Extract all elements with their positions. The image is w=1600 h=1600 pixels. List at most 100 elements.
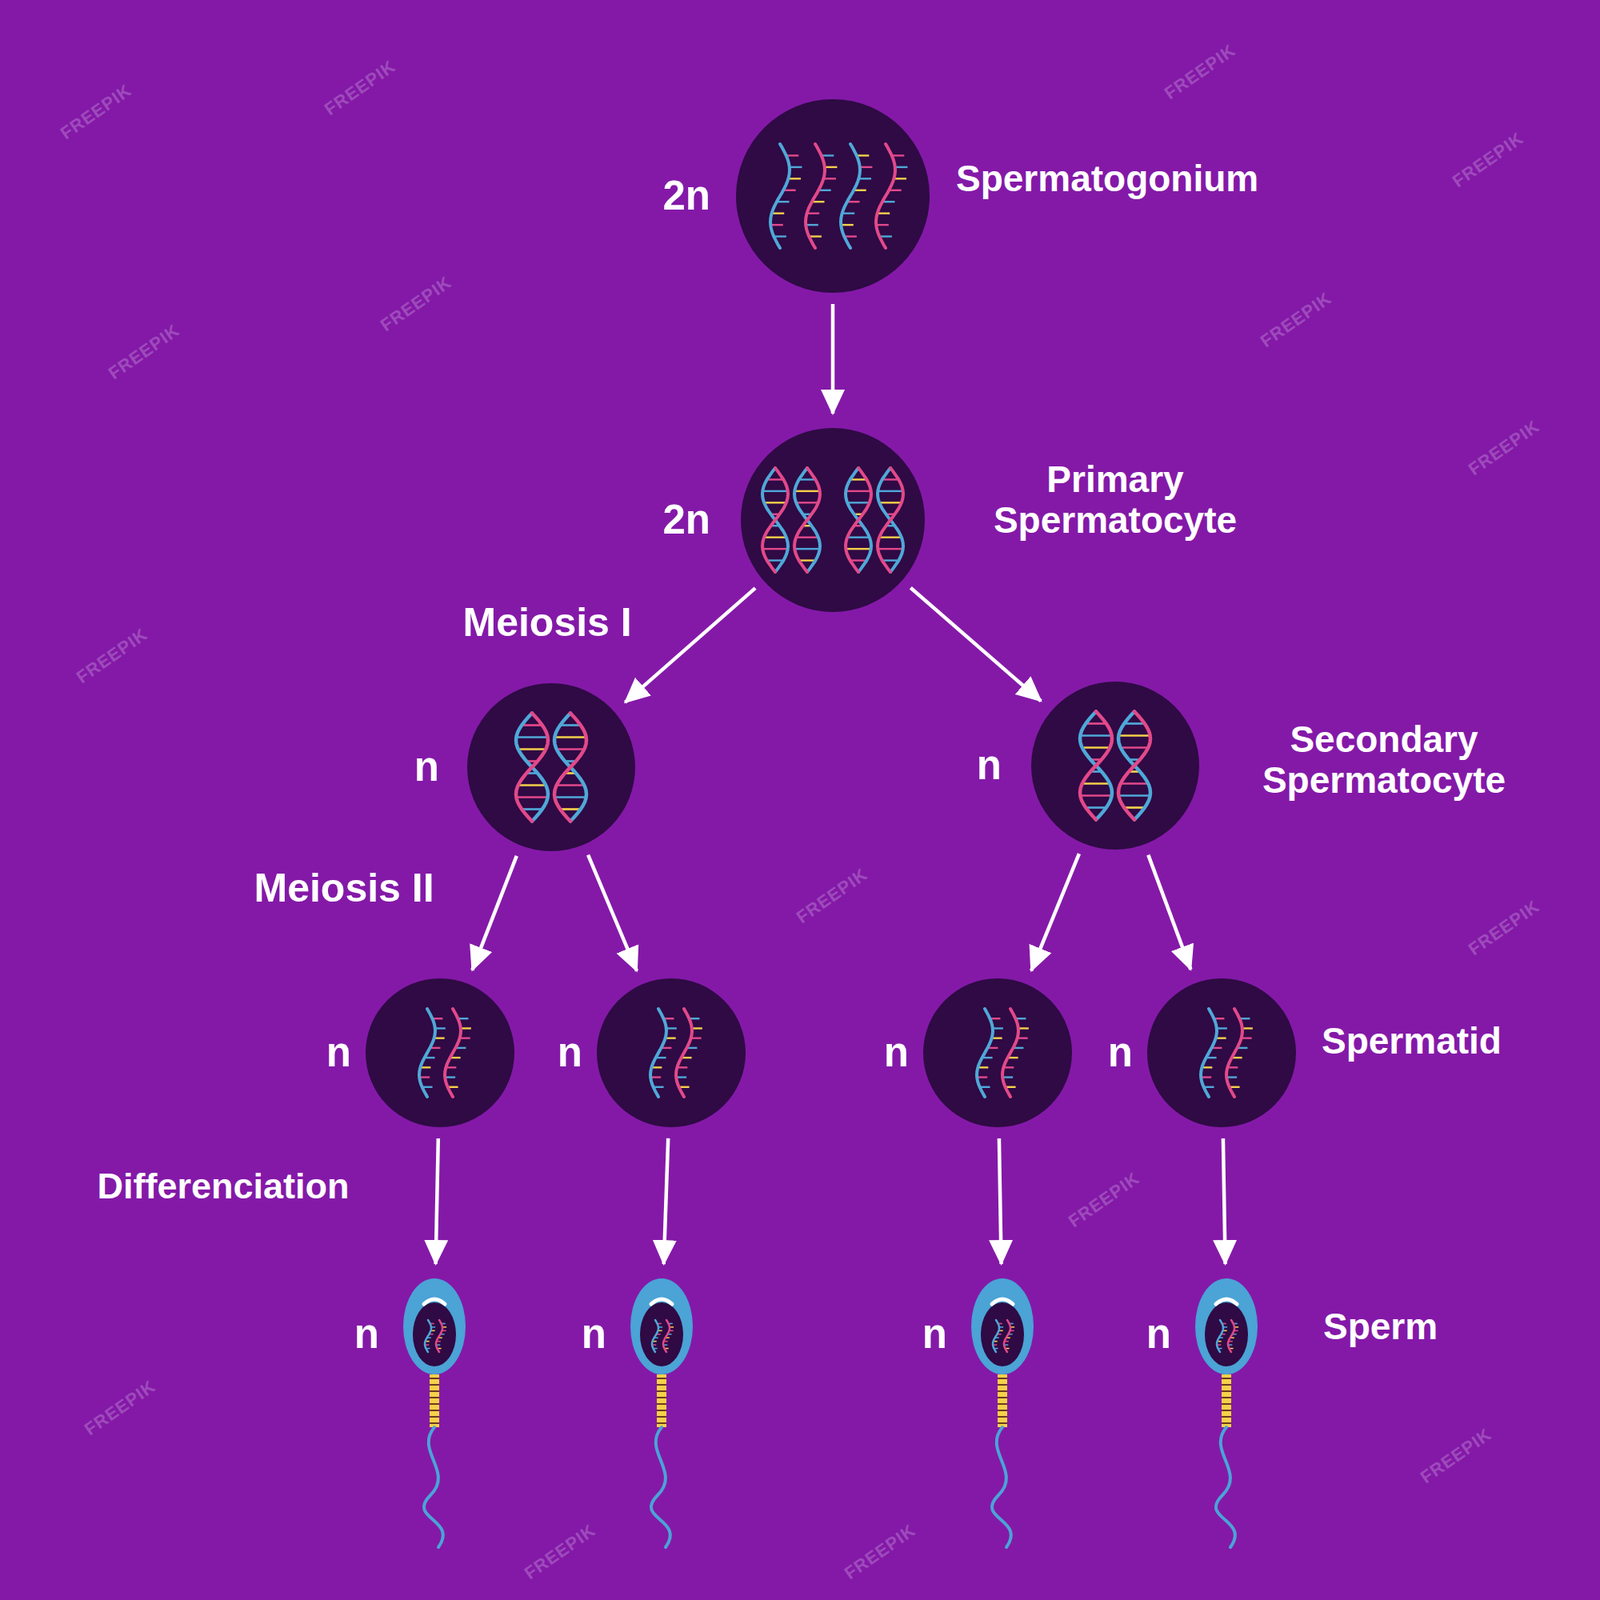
midpiece-stripe — [997, 1384, 1008, 1386]
sperm-tail — [992, 1427, 1012, 1548]
dna-rung — [1082, 746, 1111, 749]
dna-rung — [845, 490, 872, 492]
midpiece-stripe — [1221, 1396, 1232, 1399]
midpiece-stripe — [1221, 1409, 1232, 1412]
ploidy-label: n — [1146, 1312, 1172, 1357]
watermark: FREEPIK — [376, 272, 456, 336]
sperm-cell: n — [971, 1278, 1034, 1375]
midpiece-stripe — [997, 1422, 1008, 1424]
midpiece-stripe — [656, 1409, 667, 1412]
watermark: FREEPIK — [80, 1376, 160, 1440]
dna-rung — [764, 536, 787, 538]
watermark: FREEPIK — [1160, 40, 1240, 104]
watermark: FREEPIK — [840, 1520, 920, 1584]
dna-rung — [518, 748, 547, 751]
dna-rung — [877, 490, 904, 492]
cell-body — [1147, 978, 1296, 1128]
dna-rung — [799, 559, 816, 561]
dna-rung — [1080, 794, 1112, 797]
ploidy-label: n — [976, 743, 1002, 788]
watermark: FREEPIK — [72, 624, 152, 688]
dna-rung — [794, 548, 820, 550]
sperm-shape — [971, 1278, 1034, 1375]
dna-strand — [845, 468, 872, 572]
cell-shape — [596, 978, 746, 1128]
cell-body — [467, 683, 636, 852]
arrow — [588, 855, 637, 972]
midpiece-stripe — [656, 1403, 667, 1405]
dna-strand — [877, 468, 904, 572]
midpiece — [997, 1374, 1008, 1428]
cell-body — [596, 978, 746, 1128]
dna-strand — [424, 1320, 432, 1352]
dna-strand — [876, 144, 896, 248]
ploidy-label: n — [1108, 1030, 1133, 1076]
dna-strand — [650, 1008, 667, 1097]
midpiece-stripe — [997, 1377, 1008, 1380]
sperm-nucleus — [640, 1302, 684, 1367]
midpiece-stripe — [1221, 1403, 1232, 1405]
acrosome — [992, 1299, 1013, 1304]
dna-strand — [1226, 1008, 1243, 1097]
dna-strand — [1004, 1320, 1011, 1352]
watermark: FREEPIK — [1416, 1424, 1496, 1488]
dna-strand — [1080, 712, 1112, 820]
cell-shape — [1147, 978, 1296, 1128]
arrow — [436, 1138, 439, 1264]
ploidy-label: 2n — [662, 497, 711, 543]
dna-rung — [845, 548, 872, 550]
midpiece — [1221, 1374, 1232, 1428]
dna-rung — [770, 224, 784, 226]
dna-rung — [876, 224, 889, 226]
dna-rung — [882, 478, 900, 480]
sperm-tail — [424, 1427, 444, 1548]
dna-strand — [676, 1008, 692, 1097]
midpiece-stripe — [1221, 1377, 1232, 1380]
cell-circle: n — [596, 978, 746, 1128]
cell-body — [1031, 681, 1200, 850]
arrow — [624, 588, 756, 703]
sperm-nucleus — [412, 1302, 456, 1367]
watermark: FREEPIK — [1064, 1168, 1144, 1232]
acrosome — [1216, 1299, 1237, 1304]
dna-rung — [893, 177, 907, 180]
arrow — [999, 1138, 1002, 1264]
cell-circle: 2nPrimary Spermatocyte — [740, 428, 925, 612]
dna-rung — [1118, 734, 1150, 737]
sperm-shape — [630, 1278, 693, 1375]
dna-rung — [1080, 734, 1112, 737]
cell-shape — [923, 978, 1072, 1128]
arrow — [664, 1138, 669, 1264]
dna-rung — [1120, 782, 1149, 785]
midpiece — [656, 1374, 667, 1428]
cell-circle: 2nSpermatogonium — [736, 99, 930, 293]
dna-strand — [1216, 1320, 1224, 1352]
midpiece-stripe — [997, 1390, 1008, 1392]
cell-body — [365, 978, 515, 1128]
sperm-shape — [1195, 1278, 1258, 1375]
cell-circle: nSpermatid — [1147, 978, 1296, 1128]
dna-rung — [516, 796, 548, 799]
cell-circle: nSecondary Spermatocyte — [1031, 681, 1200, 850]
dna-strand — [1200, 1008, 1217, 1097]
dna-strand — [1228, 1320, 1235, 1352]
dna-rung — [789, 166, 803, 168]
dna-rung — [556, 748, 585, 751]
watermark: FREEPIK — [1448, 128, 1528, 192]
dna-rung — [794, 490, 820, 492]
watermark: FREEPIK — [1464, 896, 1544, 960]
ploidy-label: n — [884, 1030, 909, 1076]
midpiece-stripe — [997, 1409, 1008, 1412]
watermark: FREEPIK — [104, 320, 184, 384]
midpiece-stripe — [997, 1416, 1008, 1418]
midpiece-stripe — [656, 1416, 667, 1418]
watermark: FREEPIK — [520, 1520, 600, 1584]
arrow — [1031, 853, 1080, 971]
dna-rung — [796, 536, 819, 538]
dna-rung — [554, 736, 586, 739]
dna-rung — [1118, 794, 1150, 797]
dna-rung — [796, 501, 819, 504]
dna-rung — [554, 796, 586, 799]
sperm-head — [971, 1278, 1034, 1375]
watermark: FREEPIK — [320, 56, 400, 120]
